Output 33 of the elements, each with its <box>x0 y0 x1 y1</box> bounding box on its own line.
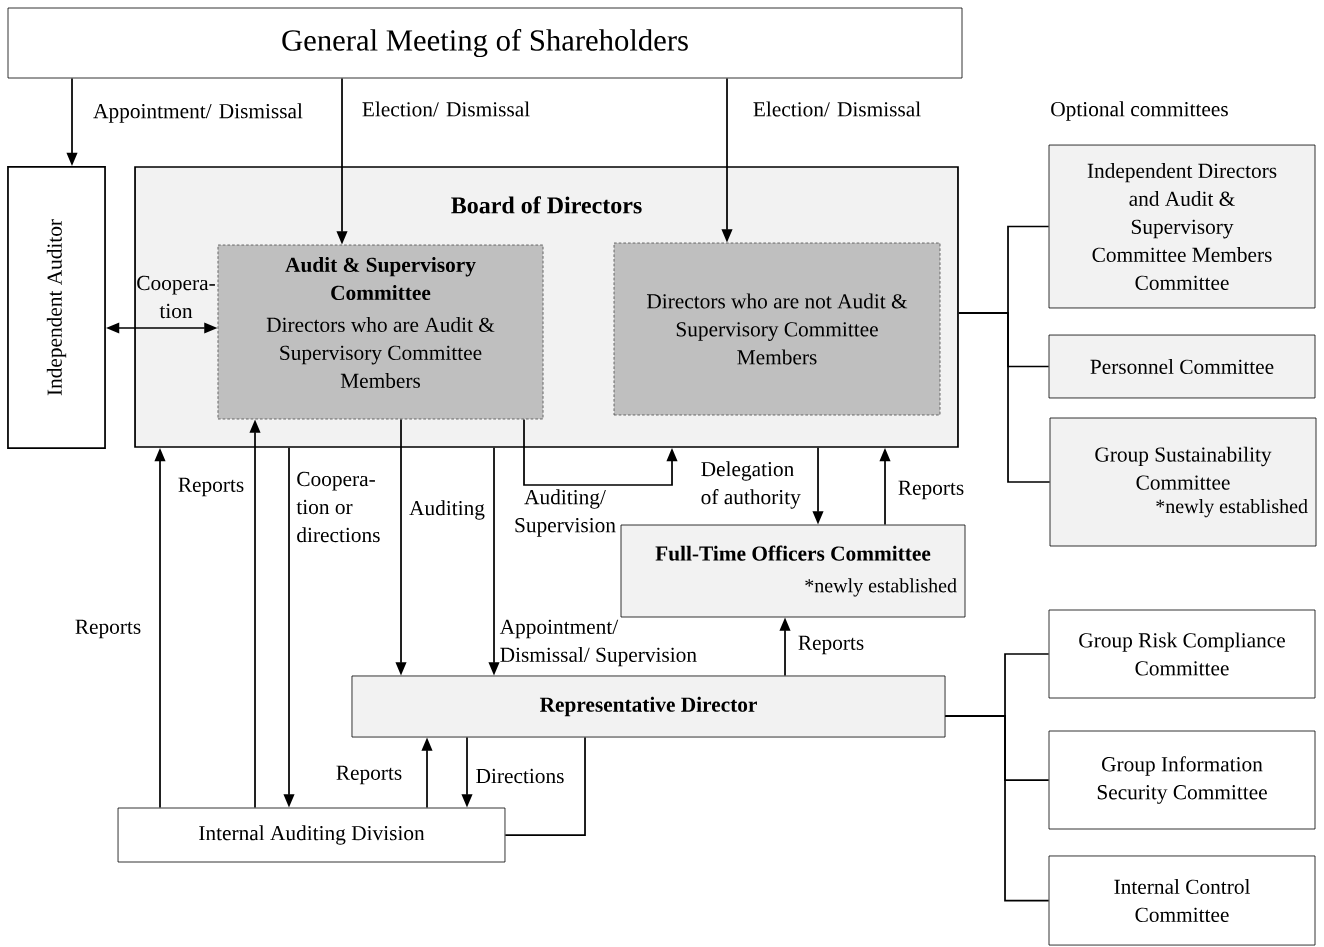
edge-label: Coopera-tion or directions <box>296 471 380 543</box>
edge-label: Reports <box>798 635 864 655</box>
committee-box: Group Sustainability Committee *newly established <box>1049 417 1317 547</box>
edge-label: Delegation of authority <box>701 461 801 509</box>
committee-box: Internal Control Committee <box>1048 855 1316 946</box>
committee-box: Full-Time Officers Committee *newly established <box>620 524 966 618</box>
edge-label: Reports <box>898 480 964 500</box>
edge-label: Directions <box>476 768 564 784</box>
committee-box: Group Risk Compliance Committee <box>1048 609 1316 699</box>
committee-box: Personnel Committee <box>1048 334 1316 399</box>
meeting-box: General Meeting of Shareholders <box>7 7 963 79</box>
auditor-box: Independent Auditor <box>7 166 106 449</box>
edge-label: Auditing <box>409 500 485 520</box>
edge-label: Appointment/ Dismissal/ Supervision <box>499 619 697 667</box>
edge-label: Auditing/ Supervision <box>515 489 616 537</box>
edge-label: Election/ Dismissal <box>362 101 530 117</box>
edge-label: Election/ Dismissal <box>753 101 921 117</box>
committee-box: Independent Directors and Audit & Supervisory Committee Members Committee <box>1048 144 1316 309</box>
committee-box: Group Information Security Committee <box>1048 730 1316 830</box>
edge-label: Appointment/ Dismissal <box>93 103 303 123</box>
arrow <box>523 418 678 486</box>
edge-label: Reports <box>336 765 402 785</box>
bracket-connector <box>944 715 1050 902</box>
directors-box: Directors who are not Audit & Supervisory Committee Members <box>613 242 941 416</box>
group-heading: Optional committees <box>1051 101 1228 121</box>
bracket-connector <box>958 312 1051 483</box>
director-box: Representative Director <box>351 675 946 738</box>
edge-label: Reports <box>75 619 141 639</box>
edge-label: Reports <box>178 477 244 497</box>
division-box: Internal Auditing Division <box>117 807 506 863</box>
committee-box: Audit & Supervisory Committee Directors who are Audit & Supervisory Committee Members <box>217 244 544 420</box>
connector-line <box>504 736 586 836</box>
edge-label: Coopera-tion <box>137 275 215 319</box>
